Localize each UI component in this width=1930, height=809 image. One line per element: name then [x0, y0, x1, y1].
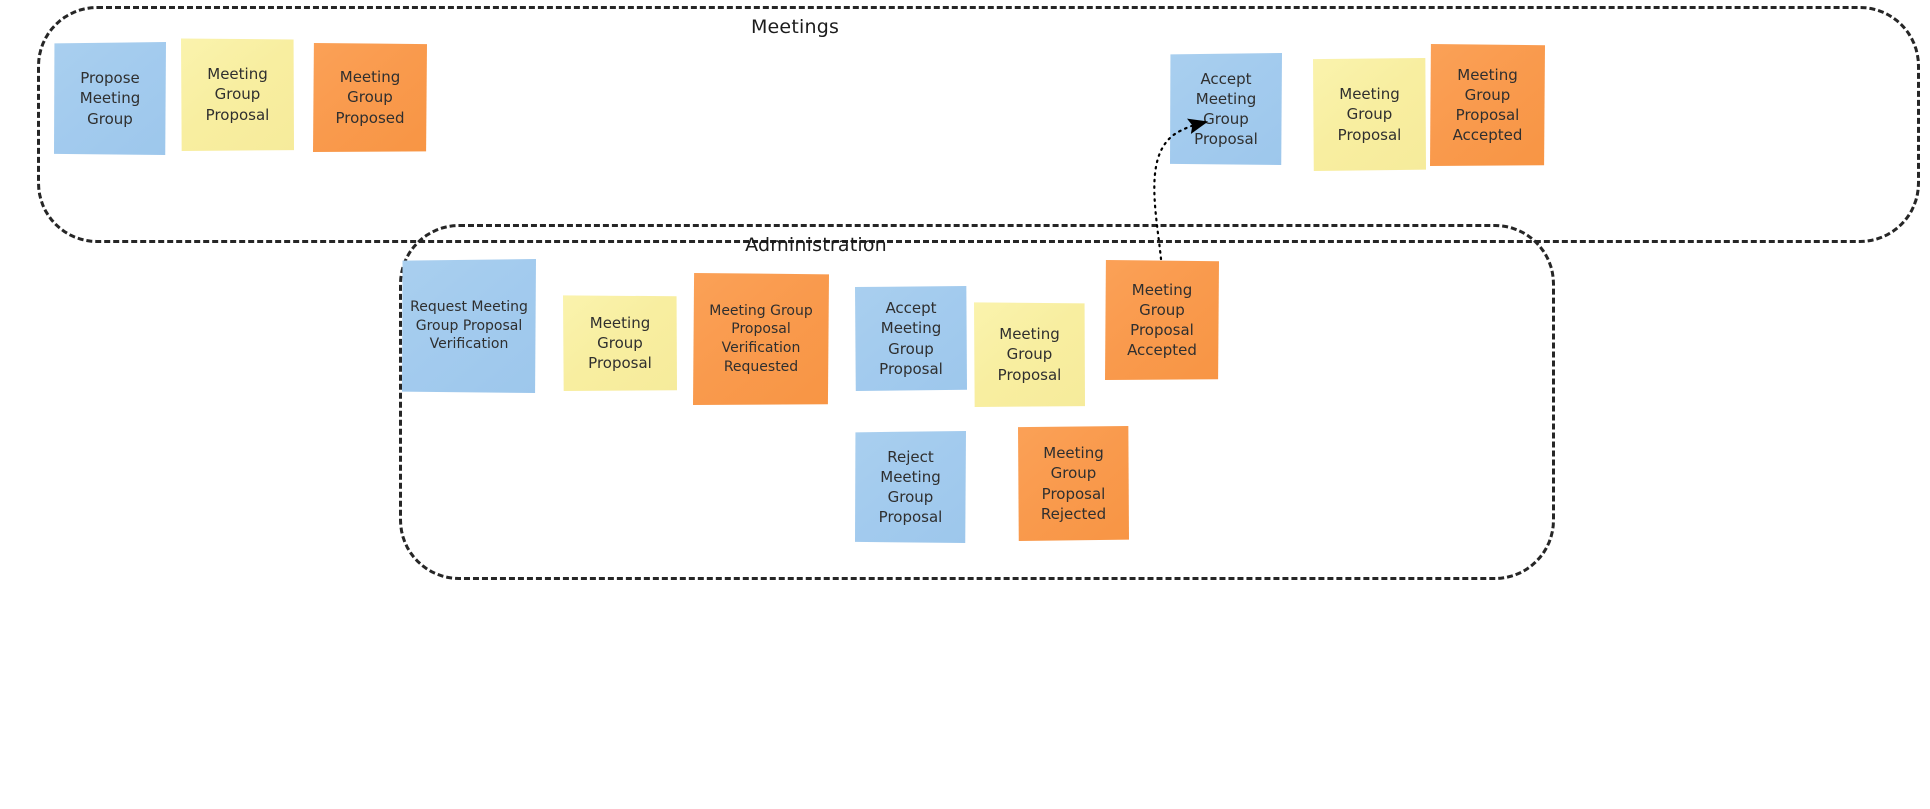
sticky-note-label: Propose Meeting Group	[79, 69, 141, 128]
sticky-note-accept-meeting-group-proposal-meetings[interactable]: Accept Meeting Group Proposal	[1170, 53, 1282, 165]
sticky-note-meeting-group-proposal-3[interactable]: Meeting Group Proposal	[563, 295, 677, 391]
sticky-note-meeting-group-proposed[interactable]: Meeting Group Proposed	[313, 43, 427, 152]
sticky-note-meeting-group-proposal-accepted-meetings[interactable]: Meeting Group Proposal Accepted	[1430, 44, 1545, 166]
sticky-note-accept-meeting-group-proposal-administration[interactable]: Accept Meeting Group Proposal	[855, 286, 967, 391]
sticky-note-label: Accept Meeting Group Proposal	[1194, 69, 1258, 149]
sticky-note-label: Meeting Group Proposal	[1337, 85, 1402, 144]
sticky-note-reject-meeting-group-proposal[interactable]: Reject Meeting Group Proposal	[855, 431, 966, 543]
sticky-note-label: Meeting Group Proposal Rejected	[1040, 444, 1107, 523]
sticky-note-meeting-group-proposal-2[interactable]: Meeting Group Proposal	[1313, 58, 1426, 171]
sticky-note-label: Meeting Group Proposal Accepted	[1127, 280, 1197, 360]
sticky-note-meeting-group-proposal-1[interactable]: Meeting Group Proposal	[181, 38, 294, 151]
sticky-note-label: Meeting Group Proposed	[335, 68, 405, 127]
sticky-note-label: Meeting Group Proposal Verification Requ…	[709, 302, 813, 375]
sticky-note-propose-meeting-group[interactable]: Propose Meeting Group	[54, 42, 166, 155]
sticky-note-label: Reject Meeting Group Proposal	[878, 447, 943, 527]
sticky-note-meeting-group-proposal-rejected[interactable]: Meeting Group Proposal Rejected	[1018, 426, 1129, 541]
sticky-note-label: Meeting Group Proposal	[588, 313, 652, 373]
context-box-meetings	[37, 6, 1920, 243]
sticky-note-label: Meeting Group Proposal	[997, 325, 1062, 384]
sticky-note-label: Meeting Group Proposal	[205, 65, 270, 124]
context-title-administration: Administration	[745, 234, 887, 256]
sticky-note-label: Meeting Group Proposal Accepted	[1452, 65, 1523, 145]
sticky-note-meeting-group-proposal-4[interactable]: Meeting Group Proposal	[974, 302, 1085, 407]
sticky-note-meeting-group-proposal-accepted-administration[interactable]: Meeting Group Proposal Accepted	[1105, 260, 1219, 380]
sticky-note-request-meeting-group-proposal-verification[interactable]: Request Meeting Group Proposal Verificat…	[402, 259, 536, 393]
sticky-note-meeting-group-proposal-verification-requested[interactable]: Meeting Group Proposal Verification Requ…	[693, 273, 829, 405]
context-box-administration	[399, 224, 1555, 580]
context-title-meetings: Meetings	[750, 16, 840, 38]
sticky-note-label: Request Meeting Group Proposal Verificat…	[410, 298, 528, 353]
sticky-note-label: Accept Meeting Group Proposal	[879, 299, 943, 378]
